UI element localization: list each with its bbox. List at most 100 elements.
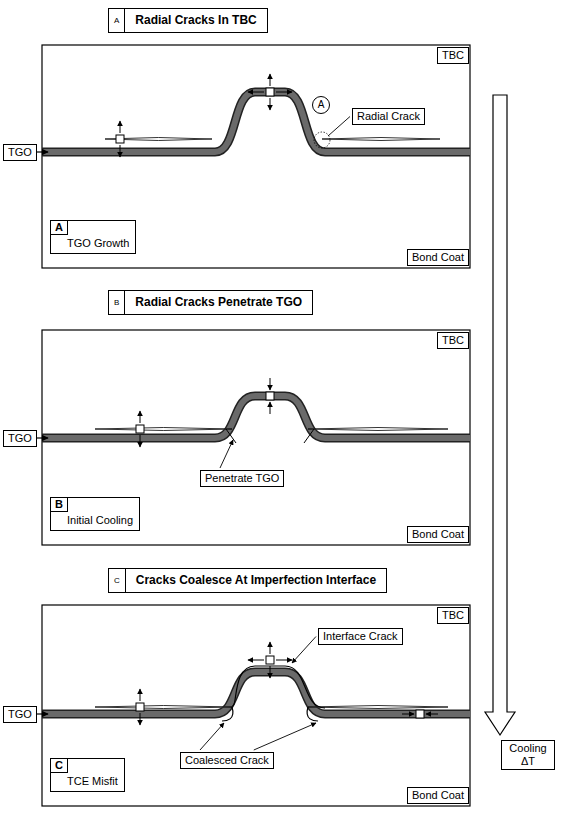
stress-element — [266, 392, 274, 400]
label-box: TBC — [437, 47, 469, 64]
label-box: Cooling ΔT — [501, 740, 555, 770]
stress-arrow — [140, 689, 141, 701]
label-box: TBC — [437, 607, 469, 624]
tgo-layer — [42, 396, 470, 438]
label-text: TGO — [8, 708, 32, 720]
stress-arrow — [140, 435, 141, 447]
coalesced-crack — [307, 707, 318, 721]
stage-letter: C — [51, 759, 68, 773]
stress-arrow — [140, 713, 141, 725]
radial-crack — [95, 706, 232, 709]
label-box: Bond Coat — [407, 249, 469, 266]
stage-letter: B — [108, 290, 125, 315]
label-box: TGO — [3, 706, 37, 723]
label-text: A — [318, 99, 325, 110]
leader-line — [220, 440, 233, 468]
tgo-pointer — [37, 437, 48, 438]
leader-line — [328, 117, 350, 137]
label-text: Radial Crack — [357, 110, 420, 122]
stress-arrow — [120, 121, 121, 133]
crack-origin-mark — [314, 132, 330, 148]
label-text: Cooling ΔT — [509, 742, 546, 767]
label-text: TBC — [442, 49, 464, 61]
label-box: Coalesced Crack — [180, 752, 274, 769]
tgo-layer — [42, 672, 470, 714]
radial-crack — [95, 428, 232, 431]
stress-element — [116, 135, 124, 143]
panel-header: CCracks Coalesce At Imperfection Interfa… — [108, 568, 387, 593]
label-box: TBC — [437, 332, 469, 349]
label-box: Bond Coat — [407, 526, 469, 543]
stress-arrow — [270, 642, 271, 654]
stress-arrow — [270, 98, 271, 110]
stress-element — [416, 710, 424, 718]
label-text: TGO Growth — [51, 235, 135, 253]
tgo-layer — [42, 396, 470, 438]
label-text: TBC — [442, 334, 464, 346]
stress-arrow — [270, 74, 271, 86]
panel-header: BRadial Cracks Penetrate TGO — [108, 290, 313, 315]
label-text: Coalesced Crack — [185, 754, 269, 766]
stage-letter: B — [51, 498, 68, 512]
radial-crack — [308, 428, 448, 431]
tgo-layer — [42, 92, 470, 152]
stress-arrow — [270, 402, 271, 414]
stress-arrow — [248, 660, 264, 661]
leader-line — [200, 723, 224, 750]
radial-crack — [226, 429, 236, 443]
tgo-layer — [42, 672, 470, 714]
stress-arrow — [120, 145, 121, 157]
label-text: TGO — [8, 432, 32, 444]
label-text: Cracks Coalesce At Imperfection Interfac… — [126, 568, 387, 593]
label-text: Bond Coat — [412, 789, 464, 801]
label-text: TCE Misfit — [51, 773, 124, 791]
stage-caption: ATGO Growth — [50, 220, 136, 254]
label-box: TGO — [3, 144, 37, 161]
radial-crack — [322, 138, 440, 141]
cooling-arrow — [485, 95, 515, 735]
label-box: Bond Coat — [407, 787, 469, 804]
panel-header: ARadial Cracks In TBC — [108, 8, 268, 33]
stage-caption: BInitial Cooling — [50, 497, 140, 531]
stress-element — [136, 425, 144, 433]
radial-crack — [304, 429, 314, 443]
label-box: Radial Crack — [352, 108, 425, 125]
label-text: TGO — [8, 146, 32, 158]
label-box: TGO — [3, 430, 37, 447]
callout-circle: A — [312, 96, 330, 114]
label-text: Radial Cracks Penetrate TGO — [125, 290, 313, 315]
stress-arrow — [426, 714, 438, 715]
stage-letter: A — [108, 8, 125, 33]
label-text: Radial Cracks In TBC — [125, 8, 267, 33]
stress-element — [136, 703, 144, 711]
label-text: Penetrate TGO — [205, 472, 279, 484]
label-text: Bond Coat — [412, 528, 464, 540]
tgo-layer — [42, 92, 470, 152]
label-text: Bond Coat — [412, 251, 464, 263]
leader-line — [292, 637, 316, 664]
coating-panel — [42, 45, 470, 268]
stress-arrow — [140, 411, 141, 423]
stress-arrow — [270, 378, 271, 390]
label-box: Interface Crack — [318, 628, 403, 645]
coalesced-crack — [222, 707, 233, 721]
coating-panel — [42, 605, 470, 806]
label-text: TBC — [442, 609, 464, 621]
stress-arrow — [270, 666, 271, 678]
label-text: Initial Cooling — [51, 512, 139, 530]
stage-letter: A — [51, 221, 68, 235]
stress-arrow — [248, 92, 264, 93]
stress-element — [266, 88, 274, 96]
label-text: Interface Crack — [323, 630, 398, 642]
label-box: Penetrate TGO — [200, 470, 284, 487]
coating-panel — [42, 330, 470, 545]
tgo-pointer — [37, 713, 48, 714]
stress-element — [266, 656, 274, 664]
tgo-pointer — [37, 151, 48, 152]
interface-crack — [232, 666, 325, 708]
stage-letter: C — [108, 568, 126, 593]
stress-arrow — [276, 92, 292, 93]
leader-line — [254, 723, 316, 750]
